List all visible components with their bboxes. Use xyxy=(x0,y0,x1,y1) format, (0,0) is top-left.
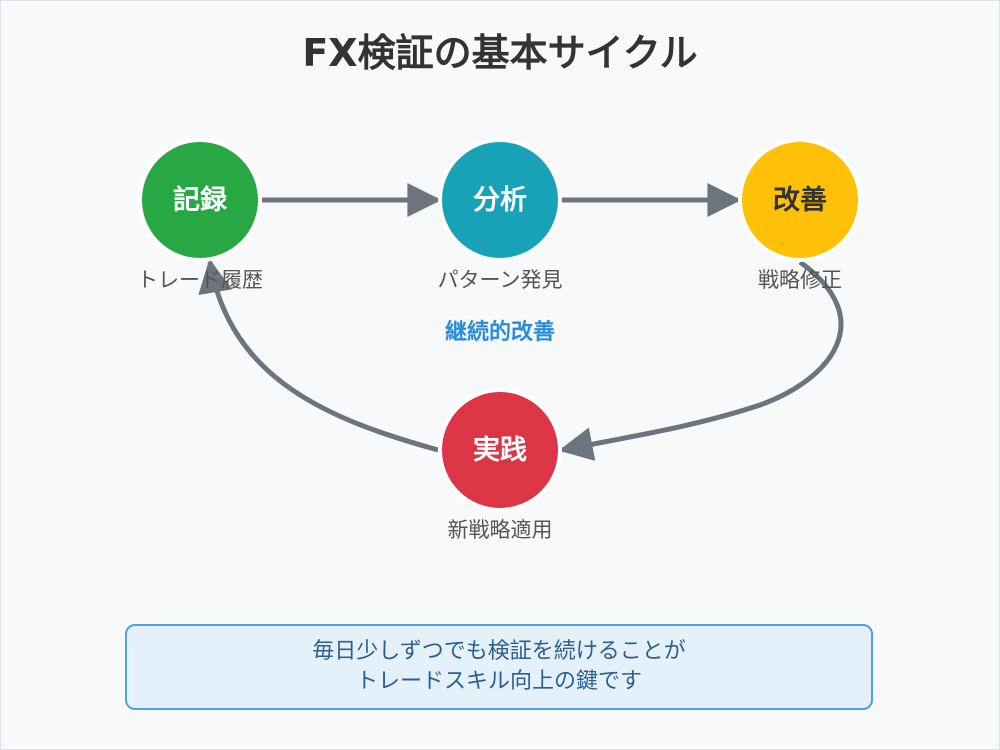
center-label: 継続的改善 xyxy=(444,320,555,345)
footer-message-box: 毎日少しずつでも検証を続けることが トレードスキル向上の鍵です xyxy=(125,624,873,710)
node-record-sublabel: トレード履歴 xyxy=(137,268,263,292)
node-practice-sublabel: 新戦略適用 xyxy=(447,518,553,542)
arrow-practice-to-record xyxy=(198,258,439,453)
node-analysis-circle xyxy=(438,138,562,262)
node-analysis-sublabel: パターン発見 xyxy=(437,268,563,292)
node-record-label: 記録 xyxy=(173,185,227,216)
node-improve-circle xyxy=(738,138,862,262)
arrow-improve-to-practice xyxy=(558,259,844,461)
page-title: FX検証の基本サイクル xyxy=(302,31,698,75)
node-practice-label: 実践 xyxy=(473,435,527,466)
node-improve-label: 改善 xyxy=(773,185,827,216)
footer-line-2: トレードスキル向上の鍵です xyxy=(355,669,642,694)
node-analysis-label: 分析 xyxy=(473,185,527,216)
node-record-circle xyxy=(138,138,262,262)
node-practice-circle xyxy=(438,388,562,512)
node-improve-sublabel: 戦略修正 xyxy=(758,268,842,292)
footer-line-1: 毎日少しずつでも検証を続けることが xyxy=(312,639,686,664)
